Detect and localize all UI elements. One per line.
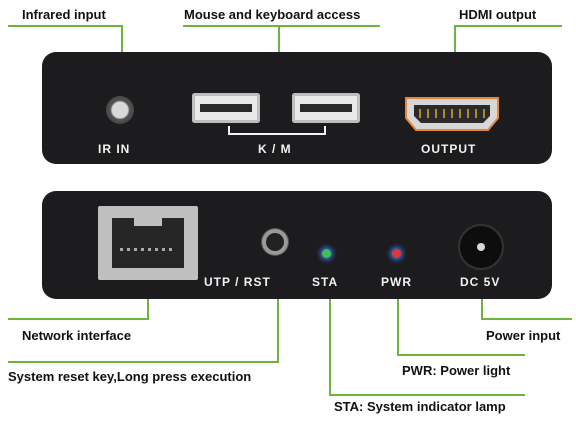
label-pwr-light: PWR: Power light [402,363,511,378]
rj45-port-icon [98,206,198,280]
label-sta-lamp: STA: System indicator lamp [334,399,506,414]
hdmi-port-icon [405,97,499,131]
panel-label-km: K / M [258,142,292,156]
panel-label-pwr: PWR [381,275,412,289]
usb-port-icon [292,93,360,123]
panel-label-utp-rst: UTP / RST [204,275,271,289]
label-mouse-keyboard: Mouse and keyboard access [184,7,361,22]
reset-button-icon [262,229,288,255]
panel-label-ir-in: IR IN [98,142,131,156]
km-bracket [228,126,326,135]
panel-label-sta: STA [312,275,339,289]
line-pwr [397,285,525,356]
label-network-interface: Network interface [22,328,132,343]
pwr-led-icon [392,249,401,258]
line-sta [329,285,525,396]
usb-port-icon [192,93,260,123]
front-panel: IR IN K / M OUTPUT [42,52,552,164]
panel-label-dc5v: DC 5V [460,275,501,289]
label-infrared-input: Infrared input [22,7,106,22]
sta-led-icon [322,249,331,258]
panel-label-output: OUTPUT [421,142,477,156]
dc-jack-icon [460,226,502,268]
line-reset [8,285,279,363]
rear-panel: UTP / RST STA PWR DC 5V [42,191,552,299]
ir-jack-icon [106,96,134,124]
label-system-reset: System reset key,Long press execution [8,369,252,384]
label-power-input: Power input [486,328,561,343]
label-hdmi-output: HDMI output [459,7,537,22]
